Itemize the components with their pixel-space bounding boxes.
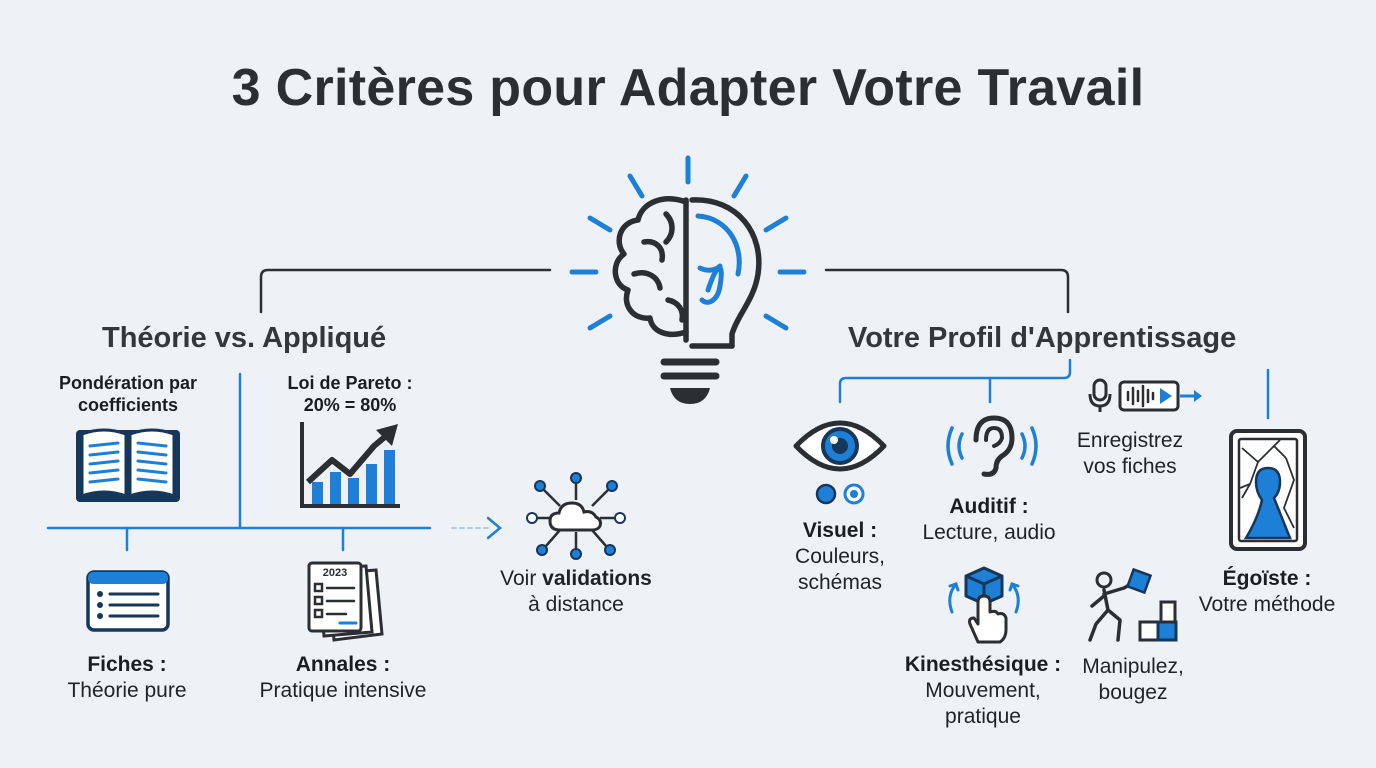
page-title: 3 Critères pour Adapter Votre Travail bbox=[231, 59, 1145, 117]
egoiste-caption: Égoïste : Votre méthode bbox=[1199, 566, 1336, 618]
cloud-network-icon bbox=[526, 472, 626, 560]
annales-title: Annales : bbox=[295, 653, 391, 676]
mirror-icon bbox=[1229, 429, 1307, 551]
kines-caption: Kinesthésique : Mouvement, pratique bbox=[905, 652, 1061, 730]
ear-icon bbox=[946, 415, 1038, 477]
annales-documents-icon: 2023 bbox=[307, 561, 384, 642]
kines-line1: Mouvement, bbox=[925, 679, 1041, 702]
hand-cube-icon bbox=[948, 566, 1020, 644]
enregistrez-line2: vos fiches bbox=[1083, 455, 1177, 478]
right-heading: Votre Profil d'Apprentissage bbox=[848, 322, 1237, 354]
visuel-line2: schémas bbox=[797, 571, 883, 594]
visuel-line1: Couleurs, bbox=[795, 545, 885, 568]
kines-title: Kinesthésique : bbox=[904, 653, 1062, 676]
fiches-card-icon bbox=[86, 570, 170, 632]
voir-pre: Voir bbox=[500, 567, 543, 590]
fiches-caption: Fiches : Théorie pure bbox=[67, 652, 186, 704]
visuel-caption: Visuel : Couleurs, schémas bbox=[795, 518, 885, 596]
pareto-line2: 20% = 80% bbox=[303, 395, 397, 415]
audio-recording-icon bbox=[1088, 378, 1202, 412]
left-heading: Théorie vs. Appliqué bbox=[102, 322, 387, 354]
ponderation-label: Pondération par coefficients bbox=[59, 372, 197, 416]
egoiste-title: Égoïste : bbox=[1222, 567, 1312, 590]
fiches-title: Fiches : bbox=[87, 653, 167, 676]
pareto-label: Loi de Pareto : 20% = 80% bbox=[287, 372, 412, 416]
manip-line2: bougez bbox=[1098, 681, 1168, 704]
enregistrez-caption: Enregistrez vos fiches bbox=[1077, 428, 1183, 480]
voir-line2: à distance bbox=[528, 593, 624, 616]
pareto-line1: Loi de Pareto : bbox=[287, 373, 413, 393]
annales-caption: Annales : Pratique intensive bbox=[260, 652, 427, 704]
brain-bulb-icon bbox=[569, 155, 807, 404]
pareto-chart-icon bbox=[300, 422, 400, 508]
person-moving-blocks-icon bbox=[1088, 567, 1178, 642]
open-book-icon bbox=[76, 428, 180, 502]
annales-year: 2023 bbox=[323, 567, 347, 579]
fiches-desc: Théorie pure bbox=[67, 679, 187, 702]
egoiste-desc: Votre méthode bbox=[1198, 593, 1336, 616]
enregistrez-line1: Enregistrez bbox=[1076, 429, 1184, 452]
auditif-desc: Lecture, audio bbox=[922, 521, 1056, 544]
auditif-caption: Auditif : Lecture, audio bbox=[922, 494, 1055, 546]
ponderation-line1: Pondération par bbox=[58, 373, 198, 393]
manip-line1: Manipulez, bbox=[1082, 655, 1184, 678]
voir-caption: Voir validations à distance bbox=[500, 566, 652, 618]
auditif-title: Auditif : bbox=[949, 495, 1029, 518]
visuel-title: Visuel : bbox=[802, 519, 878, 542]
kines-line2: pratique bbox=[945, 705, 1021, 728]
annales-desc: Pratique intensive bbox=[259, 679, 427, 702]
eye-icon bbox=[793, 420, 887, 505]
manip-caption: Manipulez, bougez bbox=[1082, 654, 1184, 706]
voir-bold: validations bbox=[542, 567, 652, 590]
voir-line1: Voir validations bbox=[500, 566, 652, 592]
ponderation-line2: coefficients bbox=[77, 395, 179, 415]
